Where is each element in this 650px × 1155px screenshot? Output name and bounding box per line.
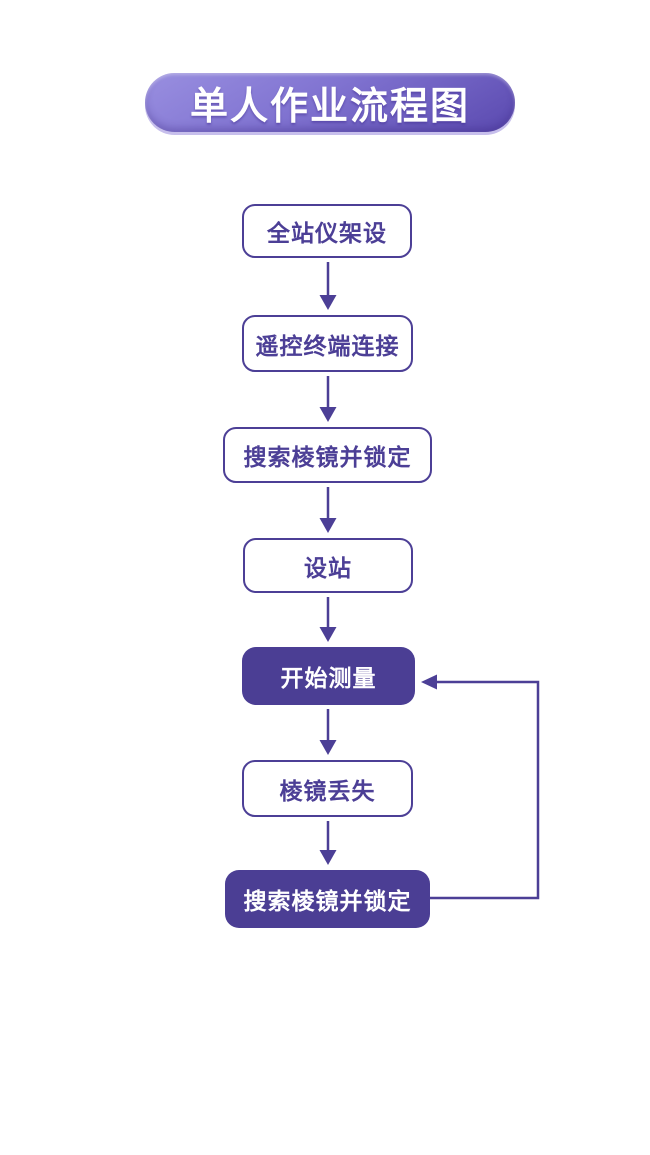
node-start-measurement: 开始测量 bbox=[242, 647, 415, 705]
node-total-station-setup: 全站仪架设 bbox=[242, 204, 412, 258]
node-label: 开始测量 bbox=[280, 665, 377, 691]
node-label: 搜索棱镜并锁定 bbox=[243, 444, 412, 470]
node-prism-lost: 棱镜丢失 bbox=[242, 760, 413, 817]
down-arrow-5 bbox=[319, 709, 337, 755]
flowchart-title: 单人作业流程图 bbox=[189, 86, 470, 128]
loop-back-connector bbox=[421, 674, 540, 900]
down-arrow-1 bbox=[319, 262, 337, 310]
node-label: 搜索棱镜并锁定 bbox=[243, 888, 412, 914]
node-label: 全站仪架设 bbox=[267, 220, 387, 246]
down-arrow-2 bbox=[319, 376, 337, 422]
node-label: 遥控终端连接 bbox=[255, 332, 400, 359]
node-label: 设站 bbox=[304, 554, 352, 581]
down-arrow-6 bbox=[319, 821, 337, 865]
node-remote-terminal-connect: 遥控终端连接 bbox=[242, 315, 413, 372]
node-search-prism-lock: 搜索棱镜并锁定 bbox=[223, 427, 432, 483]
flowchart-title-banner: 单人作业流程图 bbox=[145, 73, 515, 132]
node-label: 棱镜丢失 bbox=[279, 777, 376, 804]
down-arrow-4 bbox=[319, 597, 337, 642]
down-arrow-3 bbox=[319, 487, 337, 533]
node-search-prism-lock-2: 搜索棱镜并锁定 bbox=[225, 870, 430, 928]
node-set-station: 设站 bbox=[243, 538, 413, 593]
